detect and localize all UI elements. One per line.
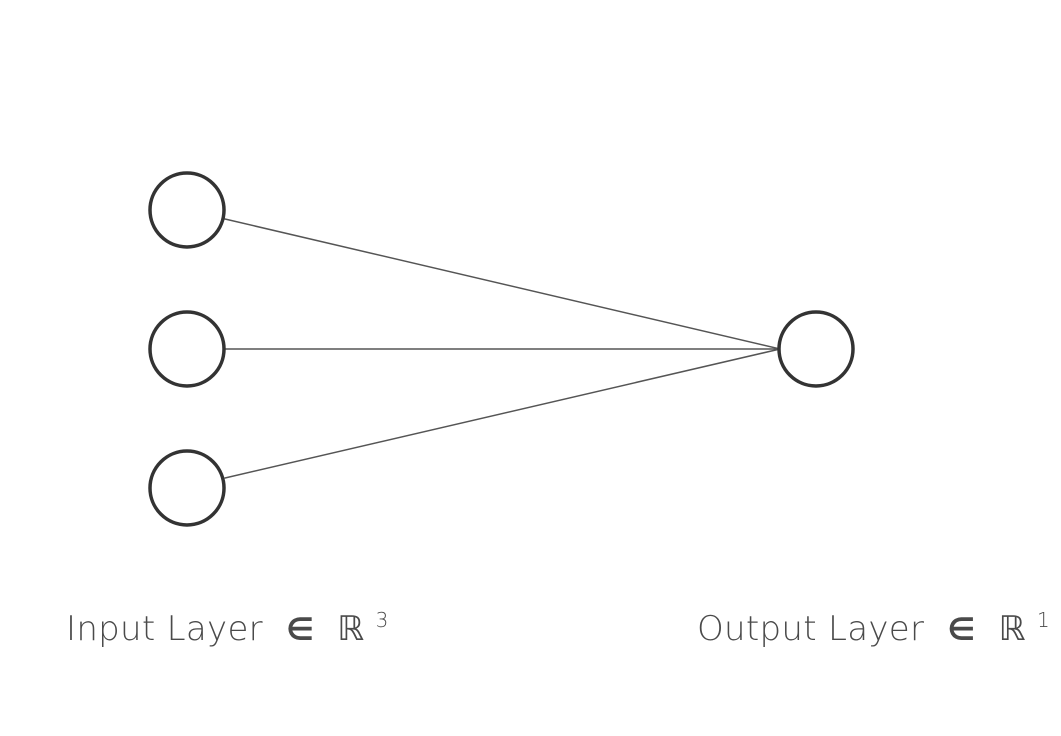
input-dimension-exponent: 3: [376, 608, 389, 632]
element-of-icon: ∈: [286, 612, 314, 648]
input-node-3[interactable]: [148, 449, 226, 527]
output-real-space-symbol: ℝ: [999, 609, 1026, 649]
input-layer-label: Input Layer ∈ ℝ 3: [66, 608, 389, 649]
element-of-icon: ∈: [947, 612, 975, 648]
output-layer-label: Output Layer ∈ ℝ 1: [697, 608, 1050, 649]
output-dimension-exponent: 1: [1037, 608, 1050, 632]
output-layer-label-text: Output Layer: [697, 609, 924, 649]
edge-group: [224, 218, 781, 479]
output-node-1[interactable]: [777, 310, 855, 388]
input-layer-nodes: [148, 171, 226, 527]
input-node-1[interactable]: [148, 171, 226, 249]
connection-edge: [224, 218, 781, 350]
output-layer-nodes: [777, 310, 855, 388]
input-layer-label-text: Input Layer: [66, 609, 263, 649]
connection-edge: [224, 348, 781, 479]
input-node-2[interactable]: [148, 310, 226, 388]
input-real-space-symbol: ℝ: [337, 609, 364, 649]
